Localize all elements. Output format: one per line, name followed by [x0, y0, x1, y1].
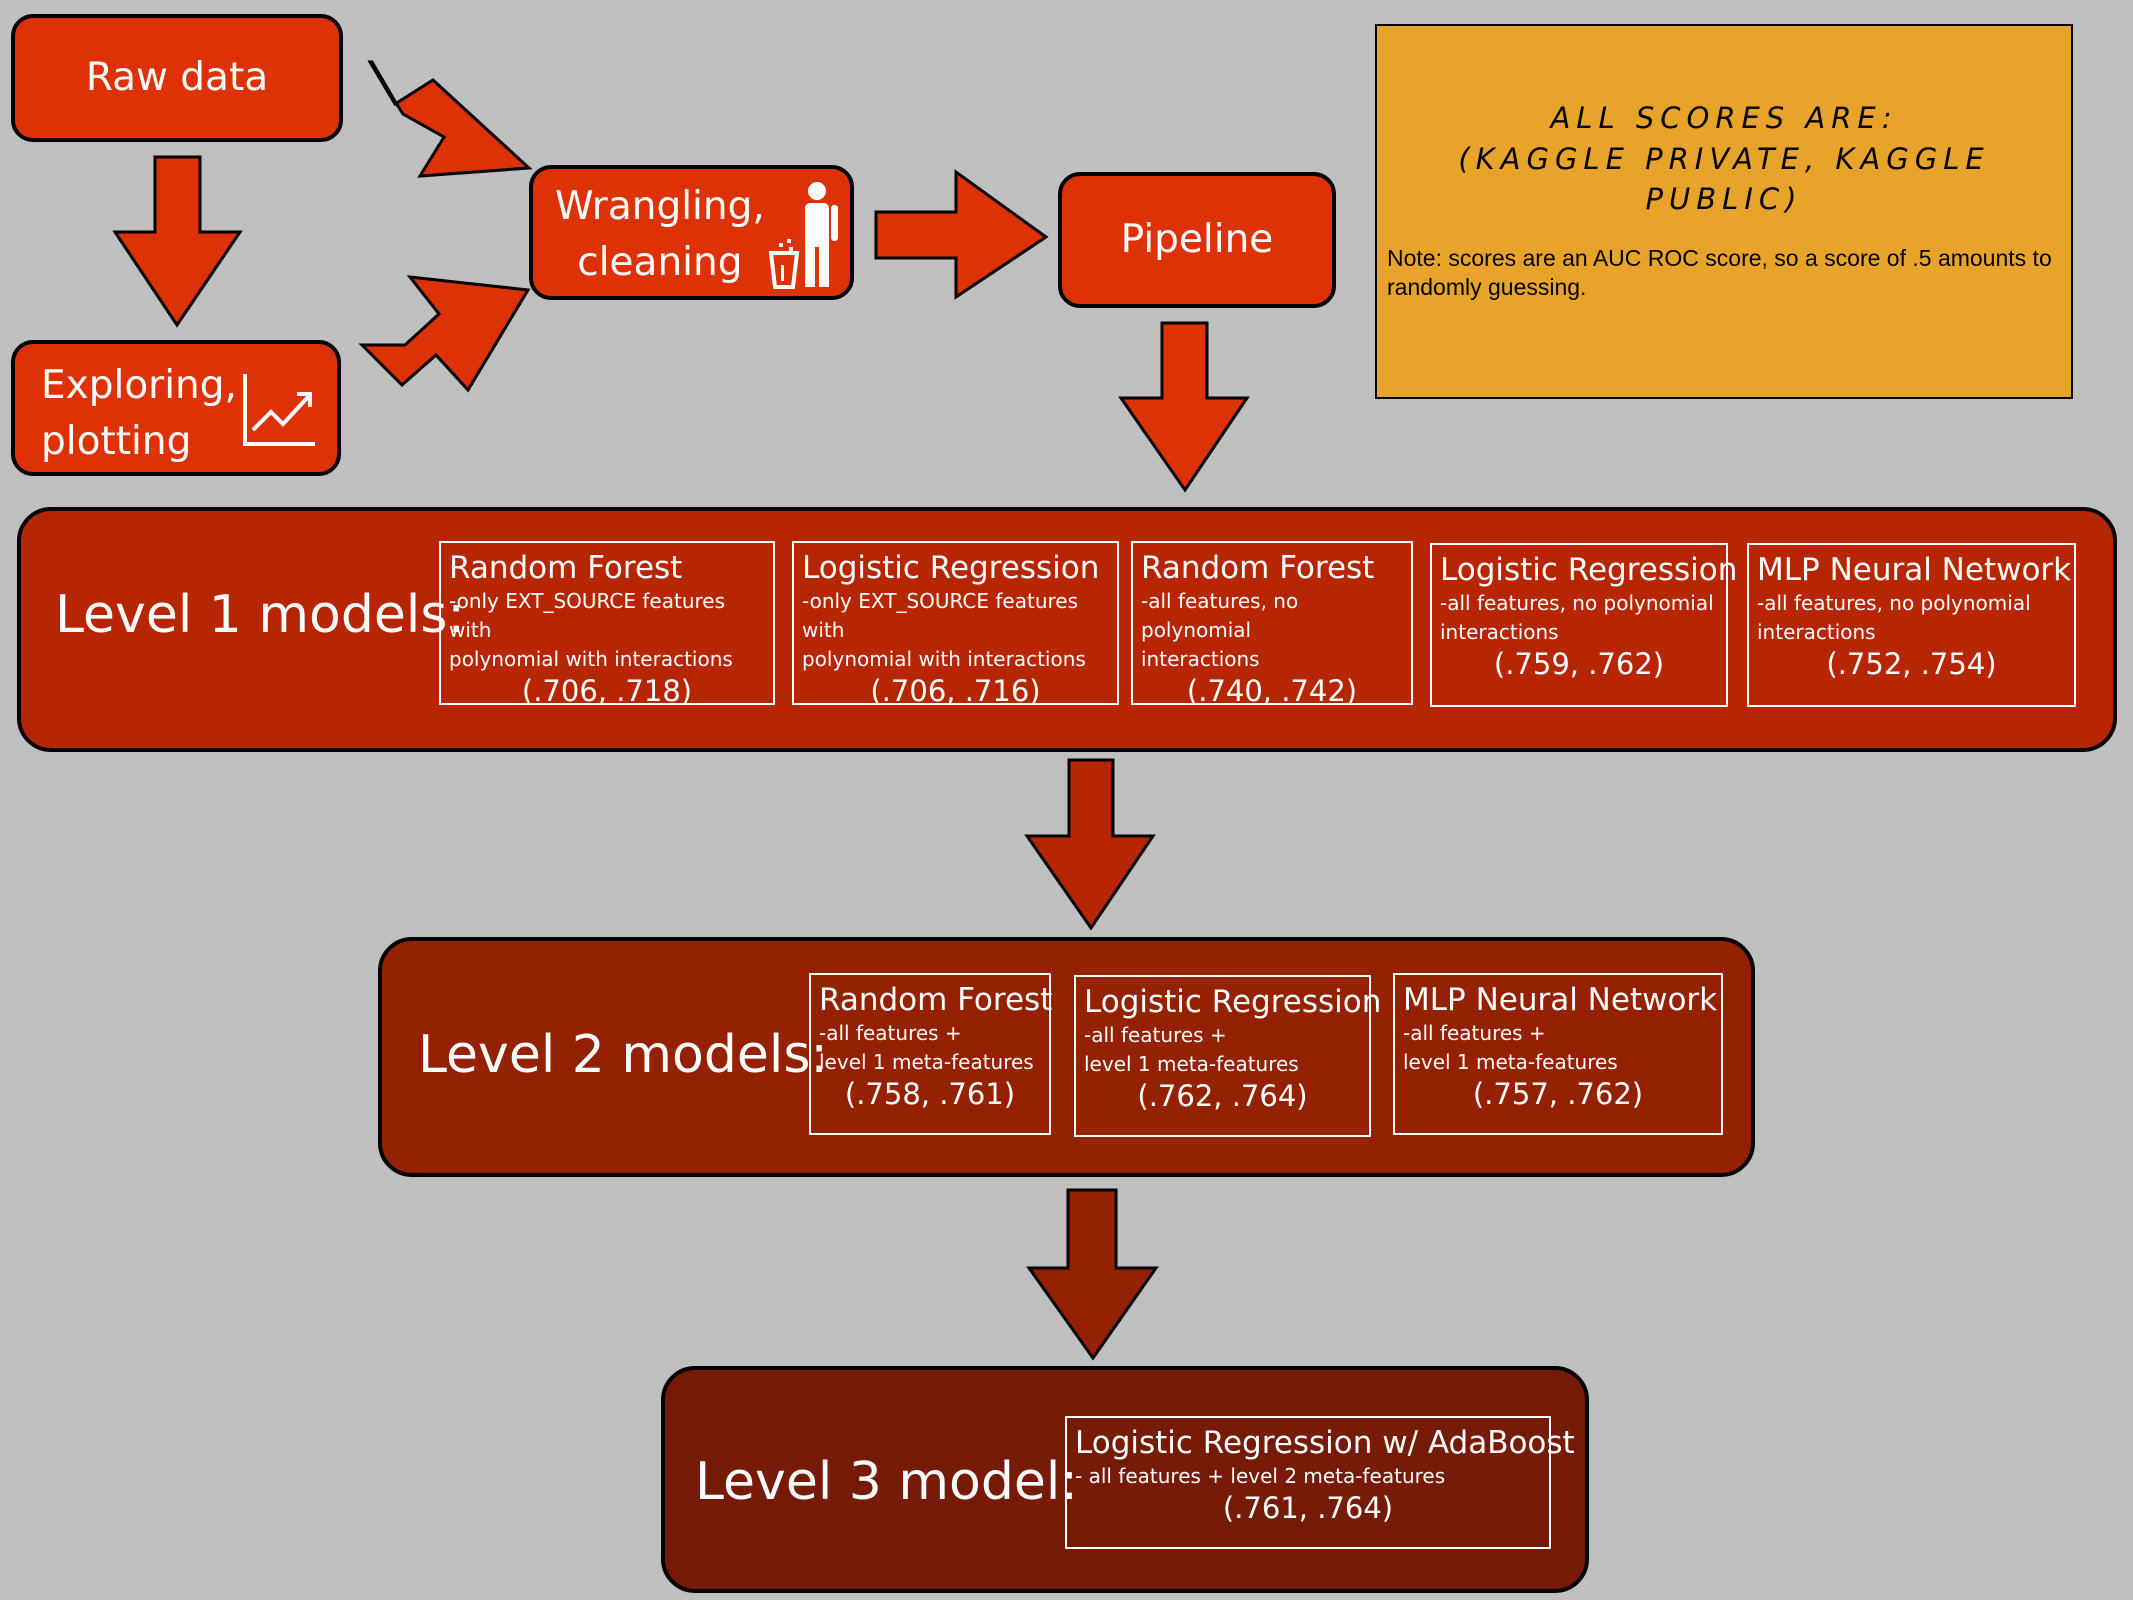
arrow-explore-to-wrangling: [358, 275, 531, 393]
model-description: -all features + level 1 meta-features: [819, 1020, 1034, 1074]
model-name: Logistic Regression: [1084, 984, 1382, 1020]
pipeline-box: Pipeline: [1058, 172, 1336, 308]
arrow-level2-to-level3: [1026, 1188, 1159, 1361]
model-description: -all features + level 1 meta-features: [1403, 1020, 1618, 1074]
model-score: (.761, .764): [1222, 1490, 1394, 1525]
note-heading-line1: ALL SCORES ARE:: [1550, 101, 1898, 135]
wrangling-label: Wrangling, cleaning: [555, 184, 765, 285]
model-score: (.740, .742): [1186, 673, 1358, 708]
line-chart-icon: [243, 374, 315, 446]
arrow-raw-to-wrangling: [367, 60, 533, 178]
level2-model-logistic: Logistic Regression -all features + leve…: [1074, 975, 1382, 1137]
model-description: -all features, no polynomial interaction…: [1440, 590, 1714, 644]
trash-person-icon: [768, 182, 838, 289]
model-score: (.759, .762): [1493, 646, 1665, 681]
level1-model-mlp-all: MLP Neural Network -all features, no pol…: [1747, 543, 2076, 707]
model-description: -only EXT_SOURCE features with polynomia…: [802, 588, 1086, 671]
wrangling-box: Wrangling, cleaning: [529, 165, 854, 300]
arrow-pipeline-to-level1: [1118, 321, 1250, 493]
model-description: -all features + level 1 meta-features: [1084, 1022, 1299, 1076]
level1-panel: Level 1 models: Random Forest -only EXT_…: [17, 507, 2117, 752]
model-name: MLP Neural Network: [1757, 552, 2072, 588]
level1-label: Level 1 models:: [55, 585, 465, 645]
level1-model-logistic-all: Logistic Regression -all features, no po…: [1430, 543, 1738, 707]
level2-model-mlp: MLP Neural Network -all features + level…: [1393, 973, 1723, 1135]
model-name: Logistic Regression w/ AdaBoost: [1075, 1425, 1575, 1461]
pipeline-label: Pipeline: [1120, 216, 1274, 262]
score-note-box: ALL SCORES ARE: (KAGGLE PRIVATE, KAGGLE …: [1375, 24, 2073, 399]
model-score: (.758, .761): [844, 1076, 1016, 1111]
model-score: (.752, .754): [1826, 646, 1997, 681]
model-score: (.762, .764): [1137, 1078, 1308, 1113]
model-name: Random Forest: [819, 982, 1053, 1018]
model-name: Logistic Regression: [1440, 552, 1738, 588]
model-description: -all features, no polynomial interaction…: [1141, 588, 1299, 671]
level2-model-random-forest: Random Forest -all features + level 1 me…: [809, 973, 1053, 1135]
arrow-level1-to-level2: [1024, 758, 1156, 931]
level1-model-logistic-ext: Logistic Regression -only EXT_SOURCE fea…: [792, 541, 1119, 708]
level2-panel: Level 2 models: Random Forest -all featu…: [378, 937, 1755, 1177]
arrow-raw-to-explore: [112, 155, 243, 328]
model-score: (.706, .718): [521, 673, 693, 708]
model-score: (.757, .762): [1472, 1076, 1644, 1111]
note-body: Note: scores are an AUC ROC score, so a …: [1387, 244, 2052, 301]
model-description: - all features + level 2 meta-features: [1075, 1463, 1446, 1488]
level3-panel: Level 3 model: Logistic Regression w/ Ad…: [661, 1366, 1589, 1593]
exploring-box: Exploring, plotting: [11, 340, 341, 476]
model-score: (.706, .716): [870, 673, 1041, 708]
level3-label: Level 3 model:: [695, 1452, 1078, 1512]
level3-model-logistic-adaboost: Logistic Regression w/ AdaBoost - all fe…: [1065, 1416, 1575, 1549]
level1-model-random-forest-all: Random Forest -all features, no polynomi…: [1131, 541, 1413, 708]
note-heading-line2: (KAGGLE PRIVATE, KAGGLE PUBLIC): [1458, 141, 1990, 217]
exploring-label: Exploring, plotting: [41, 363, 237, 464]
level1-model-random-forest-ext: Random Forest -only EXT_SOURCE features …: [439, 541, 775, 708]
model-description: -all features, no polynomial interaction…: [1757, 590, 2031, 644]
level2-label: Level 2 models:: [418, 1025, 828, 1085]
model-description: -only EXT_SOURCE features with polynomia…: [449, 588, 733, 671]
raw-data-label: Raw data: [85, 54, 269, 100]
model-name: MLP Neural Network: [1403, 982, 1718, 1018]
model-name: Logistic Regression: [802, 550, 1100, 586]
raw-data-box: Raw data: [11, 14, 343, 142]
arrow-wrangling-to-pipeline: [874, 169, 1049, 300]
model-name: Random Forest: [1141, 550, 1375, 586]
model-name: Random Forest: [449, 550, 683, 586]
